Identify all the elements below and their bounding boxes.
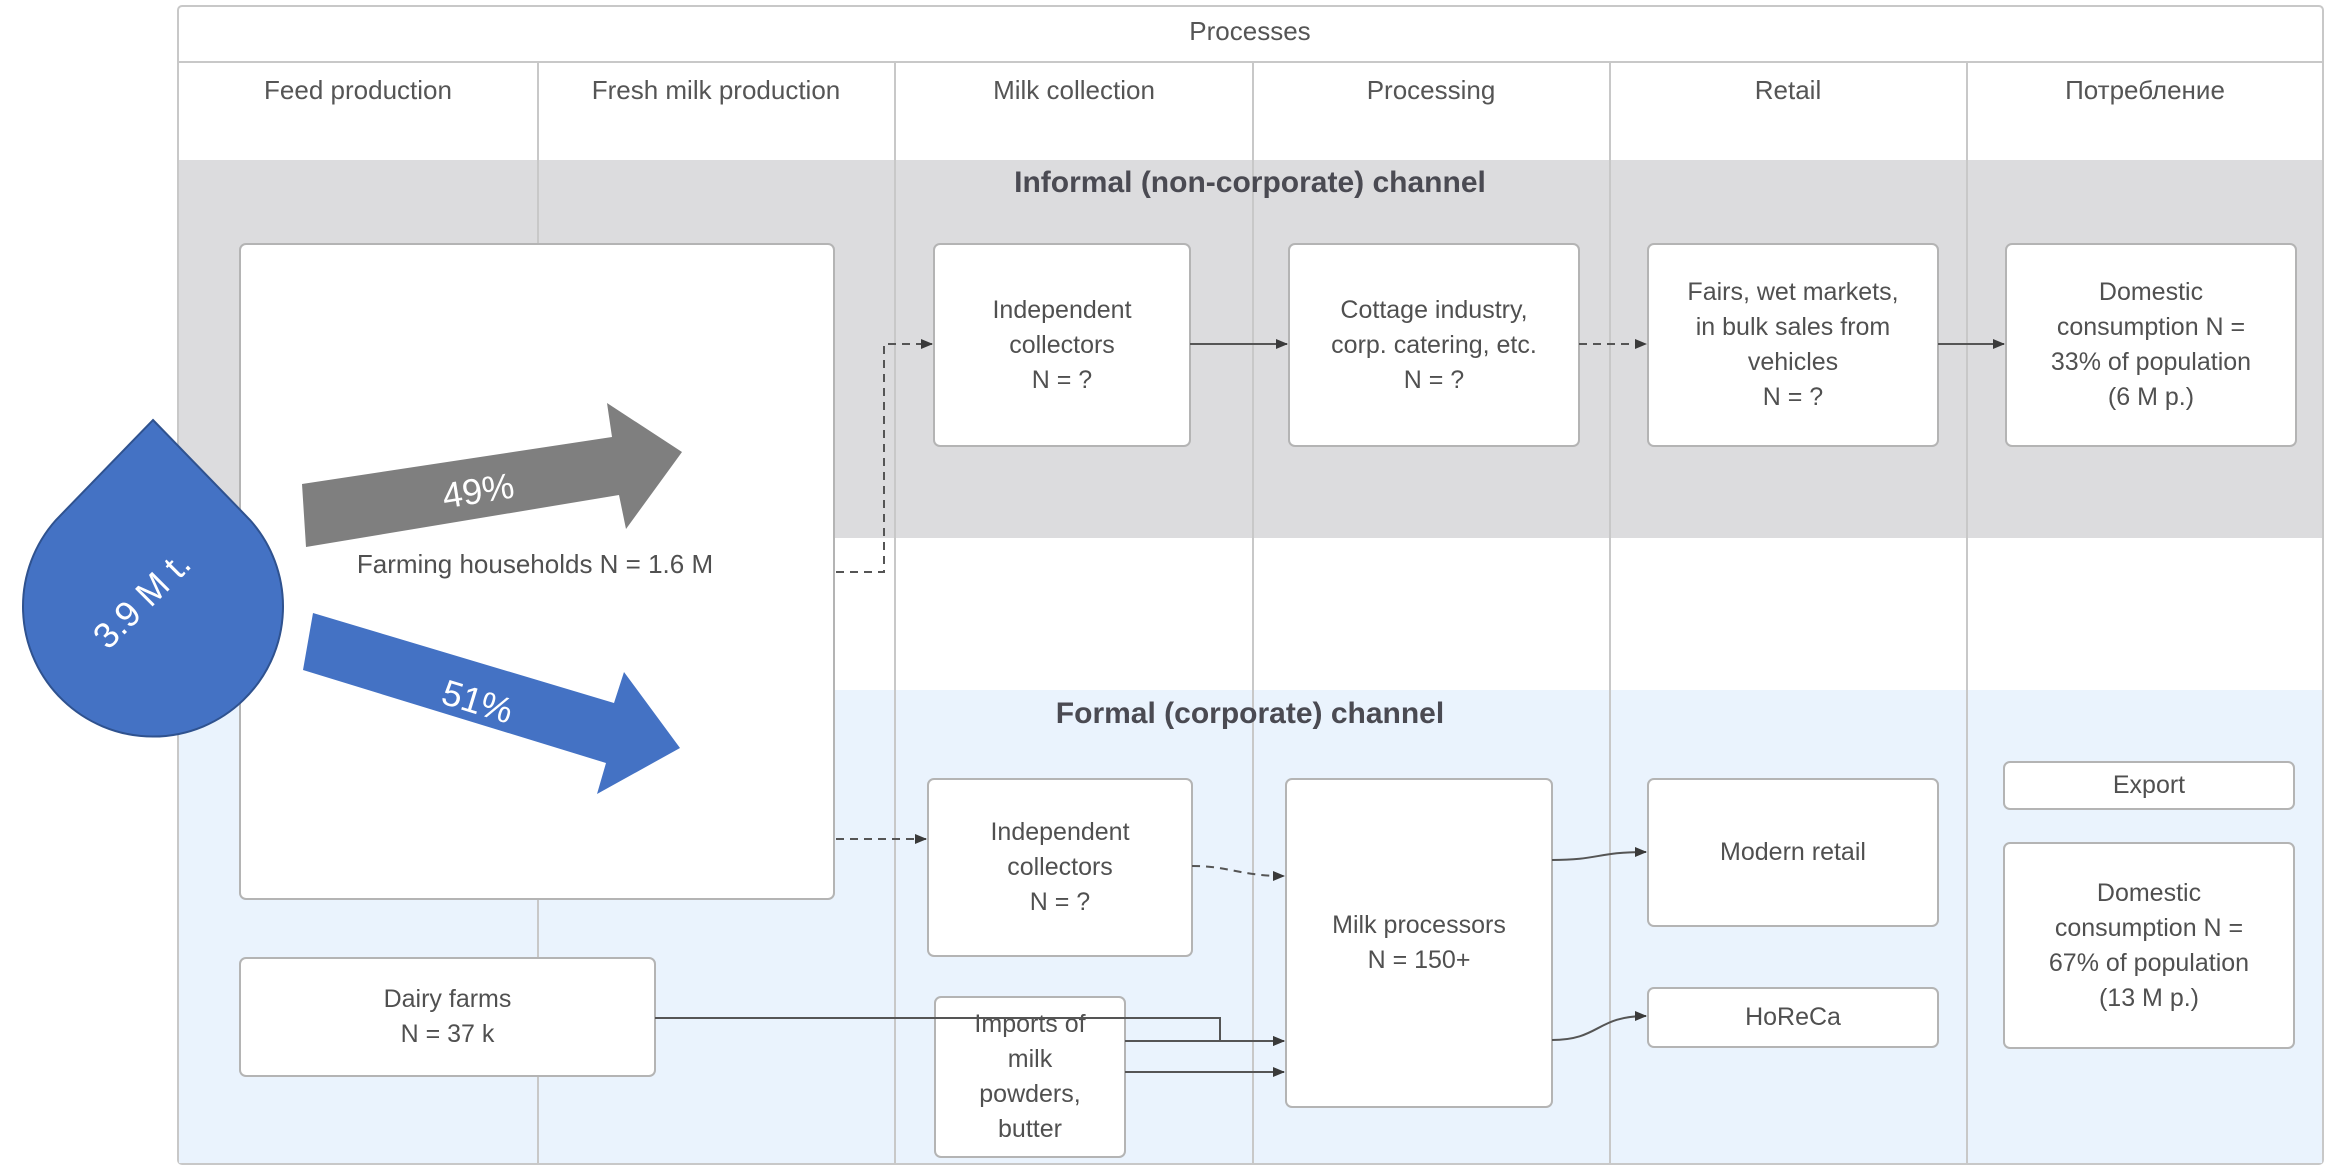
column-header-fresh-milk-production: Fresh milk production <box>592 75 841 105</box>
formal-channel-label: Formal (corporate) channel <box>1056 697 1444 730</box>
formal-share-arrow <box>303 613 680 794</box>
modern-retail-box <box>1647 778 1939 927</box>
column-header-consumption: Потребление <box>2065 75 2225 105</box>
milk-drop-shape <box>22 418 284 738</box>
cottage-industry-text: Cottage industry,corp. catering, etc.N =… <box>1331 295 1537 394</box>
formal-domestic-consumption-box <box>2003 842 2295 1049</box>
column-header-milk-collection: Milk collection <box>993 75 1155 105</box>
boxes <box>239 243 2297 1158</box>
informal-channel-label: Informal (non-corporate) channel <box>1014 166 1486 199</box>
horeca-box <box>1647 987 1939 1048</box>
horeca-text: HoReCa <box>1745 1003 1841 1031</box>
farming-households-label: Farming households N = 1.6 M <box>357 549 713 579</box>
column-header-processing: Processing <box>1367 75 1496 105</box>
imports-box <box>934 996 1126 1158</box>
informal-share-arrow <box>302 403 682 547</box>
formal-collectors-box <box>927 778 1193 957</box>
connector-households-to-informal-collectors <box>836 339 933 573</box>
milk-processors-box <box>1285 778 1553 1108</box>
informal-domestic-consumption-box <box>2005 243 2297 447</box>
connectors <box>655 339 2005 1077</box>
column-header-feed-production: Feed production <box>264 75 452 105</box>
column-header-retail: Retail <box>1755 75 1821 105</box>
connector-processors-to-modern-retail <box>1551 847 1647 861</box>
connector-processors-to-horeca <box>1551 1011 1647 1041</box>
connector-formal-collectors-to-processors <box>1191 865 1285 881</box>
export-text: Export <box>2112 771 2186 799</box>
diagram-title: Processes <box>1189 16 1310 46</box>
export-box <box>2003 761 2295 810</box>
modern-retail-text: Modern retail <box>1720 838 1866 866</box>
